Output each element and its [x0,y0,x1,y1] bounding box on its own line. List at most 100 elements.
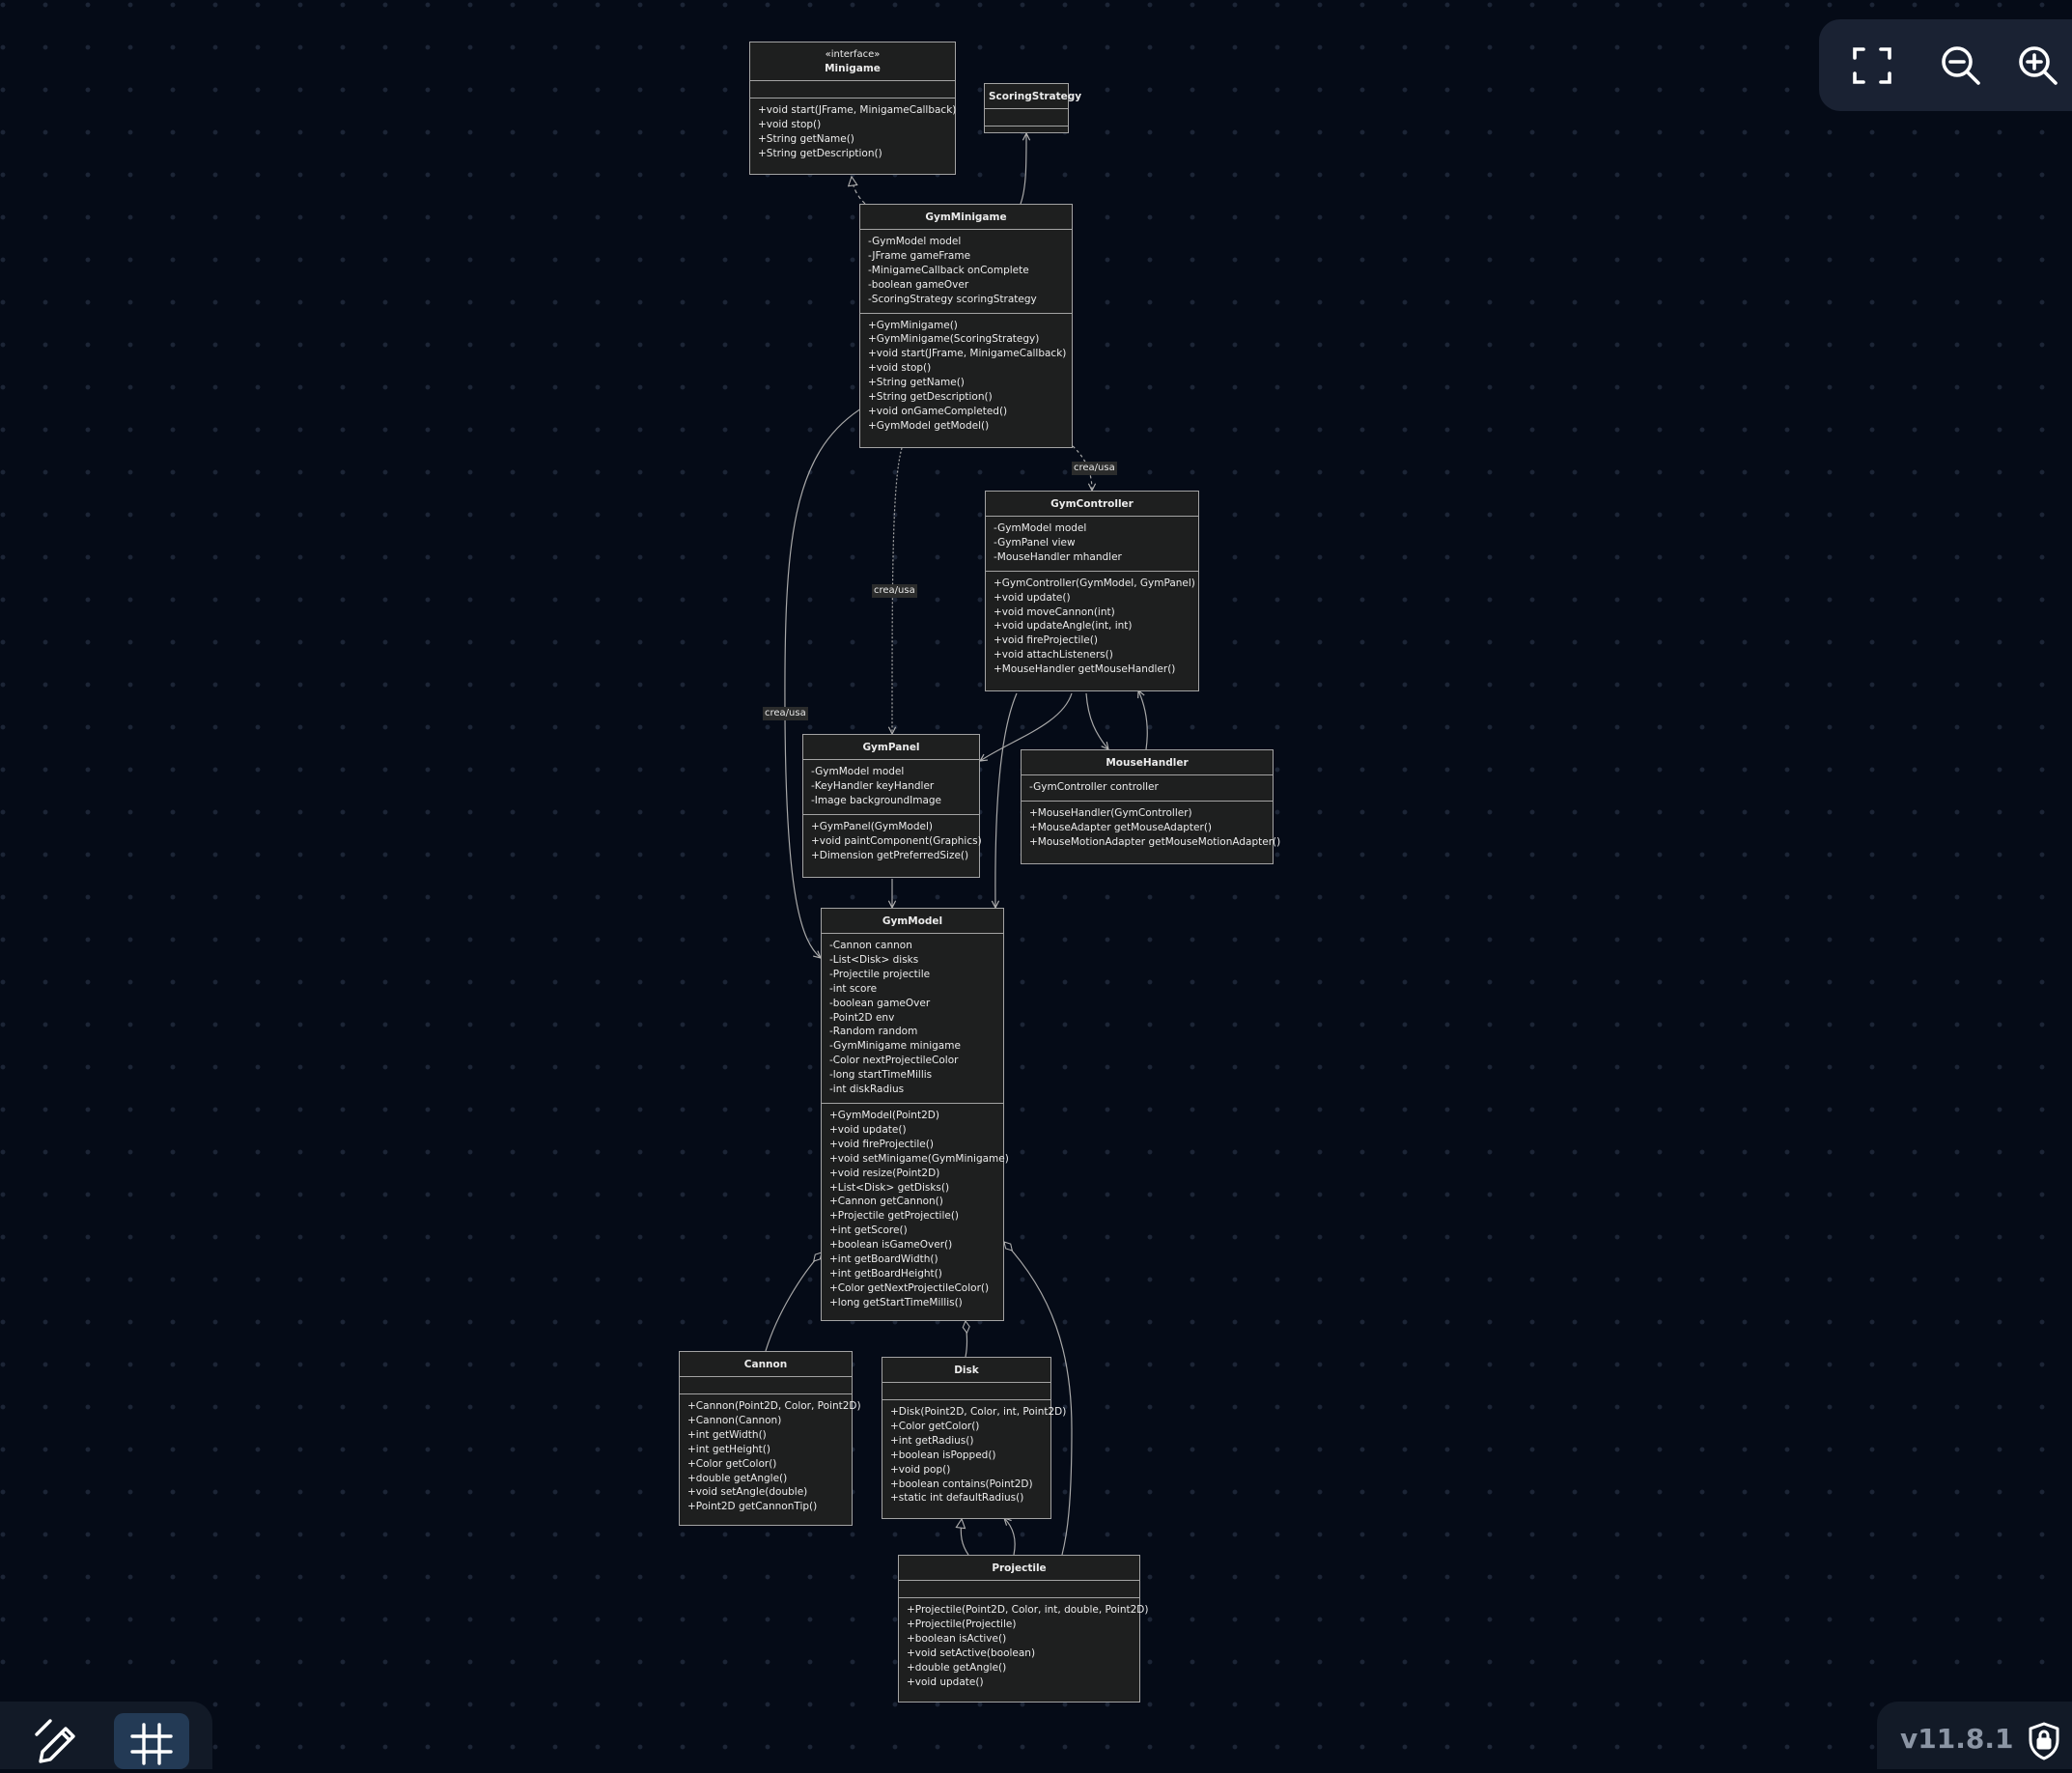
class-attribute: -long startTimeMillis [829,1069,933,1082]
class-method: +MouseMotionAdapter getMouseMotionAdapte… [1029,835,1281,848]
class-method: +int getRadius() [890,1434,974,1447]
class-cannon[interactable]: Cannon+Cannon(Point2D, Color, Point2D)+C… [679,1351,861,1526]
class-name: Cannon [743,1359,788,1370]
class-method: +GymModel(Point2D) [829,1109,939,1121]
bottom-right-controls: v11.8.1 [1877,1702,2072,1769]
class-method: +Projectile(Projectile) [907,1618,1017,1630]
class-attribute: -Random random [829,1026,918,1038]
class-method: +Cannon(Cannon) [687,1414,782,1426]
class-method: +String getName() [758,132,854,145]
class-attribute: -int diskRadius [829,1084,905,1096]
zoom-out-icon[interactable] [1939,43,1983,88]
class-method: +Color getColor() [890,1420,980,1432]
class-methods: +MouseHandler(GymController)+MouseAdapte… [1022,800,1281,856]
class-attributes [882,1382,1050,1399]
edge-gymmodel-cannon [765,1252,822,1352]
class-method: +static int defaultRadius() [890,1492,1024,1505]
class-method: +GymModel getModel() [868,419,990,432]
class-method: +long getStartTimeMillis() [829,1296,963,1309]
class-header: GymMinigame [860,205,1072,229]
class-minigame[interactable]: «interface» Minigame +void start(JFrame, M… [749,42,956,175]
class-method: +void pop() [890,1463,951,1476]
class-stereotype: «interface» [825,49,881,60]
class-method: +int getBoardHeight() [829,1267,942,1280]
class-attributes [899,1580,1139,1597]
class-attributes: -GymModel model-GymPanel view-MouseHandl… [986,516,1198,571]
class-attributes: -GymModel model-JFrame gameFrame-Minigam… [860,229,1072,313]
class-method: +void update() [907,1675,984,1688]
edge-label-gymminigame-gymcontroller: crea/usa [1072,462,1117,475]
edge-gymcontroller-mousehandler [1085,692,1108,749]
version-label: v11.8.1 [1900,1723,2014,1755]
class-method: +GymMinigame(ScoringStrategy) [868,333,1040,346]
class-attribute: -GymModel model [994,522,1087,534]
class-projectile[interactable]: Projectile +Projectile(Point2D, Color, in… [898,1555,1148,1703]
class-method: +String getName() [868,377,965,389]
class-method: +List<Disk> getDisks() [829,1181,950,1194]
edge-label-gymminigame-gympanel: crea/usa [872,584,917,598]
class-header: Projectile [899,1556,1139,1580]
class-attribute: -Image backgroundImage [811,794,941,806]
edge-projectile-disk-assoc [1004,1518,1016,1556]
class-name: Projectile [992,1562,1047,1574]
class-attributes: -GymModel model -KeyHandler keyHandler -Im… [803,759,979,814]
edge-label-gymminigame-gymmodel: crea/usa [763,707,808,720]
class-attribute: -MinigameCallback onComplete [868,264,1029,276]
class-header: «interface» Minigame [750,42,955,80]
class-attribute: -Cannon cannon [829,940,912,951]
class-method: +GymPanel(GymModel) [811,820,933,832]
class-methods: +Cannon(Point2D, Color, Point2D) +Cannon(… [680,1393,861,1520]
class-methods: +Disk(Point2D, Color, int, Point2D)+Colo… [882,1399,1066,1511]
class-gymminigame[interactable]: GymMinigame-GymModel model-JFrame gameFr… [859,204,1073,448]
class-header: MouseHandler [1022,750,1273,774]
class-gympanel[interactable]: GymPanel -GymModel model -KeyHandler keyHa… [802,734,982,878]
class-header: ScoringStrategy [985,84,1081,108]
class-attribute: -Point2D env [829,1011,895,1024]
grid-icon[interactable] [114,1713,189,1769]
class-name: Disk [954,1365,979,1376]
class-attribute: -KeyHandler keyHandler [811,779,935,792]
class-method: +void fireProjectile() [829,1138,934,1150]
class-method: +void onGameCompleted() [868,405,1008,417]
class-attribute: -JFrame gameFrame [868,249,971,262]
class-method: +void stop() [758,118,822,130]
edge-gymcontroller-gymmodel [995,692,1018,908]
class-gymcontroller[interactable]: GymController-GymModel model-GymPanel vi… [985,491,1199,691]
class-method: +GymMinigame() [868,319,958,331]
class-method: +Color getNextProjectileColor() [829,1281,990,1294]
class-methods: +void start(JFrame, MinigameCallback) +vo… [750,98,957,167]
edge-gymmodel-disk [966,1321,967,1358]
class-attribute: -GymModel model [811,766,905,777]
class-header: GymController [986,492,1198,516]
class-method: +void start(JFrame, MinigameCallback) [758,104,957,116]
class-method: +void stop() [868,362,932,375]
class-header: GymPanel [803,735,979,759]
lock-icon[interactable] [2027,1721,2061,1761]
class-attribute: -List<Disk> disks [829,953,919,966]
zoom-toolbar [1819,19,2072,111]
class-attribute: -boolean gameOver [868,278,969,291]
class-method: +Color getColor() [687,1457,777,1470]
class-mousehandler[interactable]: MouseHandler-GymController controller+Mo… [1021,749,1281,864]
class-method: +void setActive(boolean) [907,1646,1036,1659]
class-gymmodel[interactable]: GymModel-Cannon cannon-List<Disk> disks-… [821,908,1009,1321]
edge-gymcontroller-gympanel [980,692,1073,761]
class-method: +Cannon(Point2D, Color, Point2D) [687,1400,861,1412]
class-method: +void updateAngle(int, int) [994,620,1133,633]
class-method: +void attachListeners() [994,649,1113,661]
class-attributes: -Cannon cannon-List<Disk> disks-Projecti… [822,933,1003,1103]
class-attribute: -boolean gameOver [829,997,931,1009]
class-method: +int getBoardWidth() [829,1253,938,1266]
fit-screen-icon[interactable] [1850,43,1894,88]
class-methods [985,126,1068,143]
class-methods: +Projectile(Point2D, Color, int, double,… [899,1597,1148,1695]
edit-pen-icon[interactable] [21,1713,97,1769]
class-attributes [985,108,1068,126]
class-disk[interactable]: Disk +Disk(Point2D, Color, int, Point2D)+… [882,1357,1066,1519]
class-methods: +GymMinigame() +GymMinigame(ScoringStrate… [860,312,1072,439]
class-name: Minigame [825,63,881,74]
class-scoringstrategy[interactable]: ScoringStrategy [984,83,1081,133]
zoom-in-icon[interactable] [2016,43,2060,88]
class-method: +String getDescription() [758,147,882,159]
class-method: +int getWidth() [687,1428,767,1441]
